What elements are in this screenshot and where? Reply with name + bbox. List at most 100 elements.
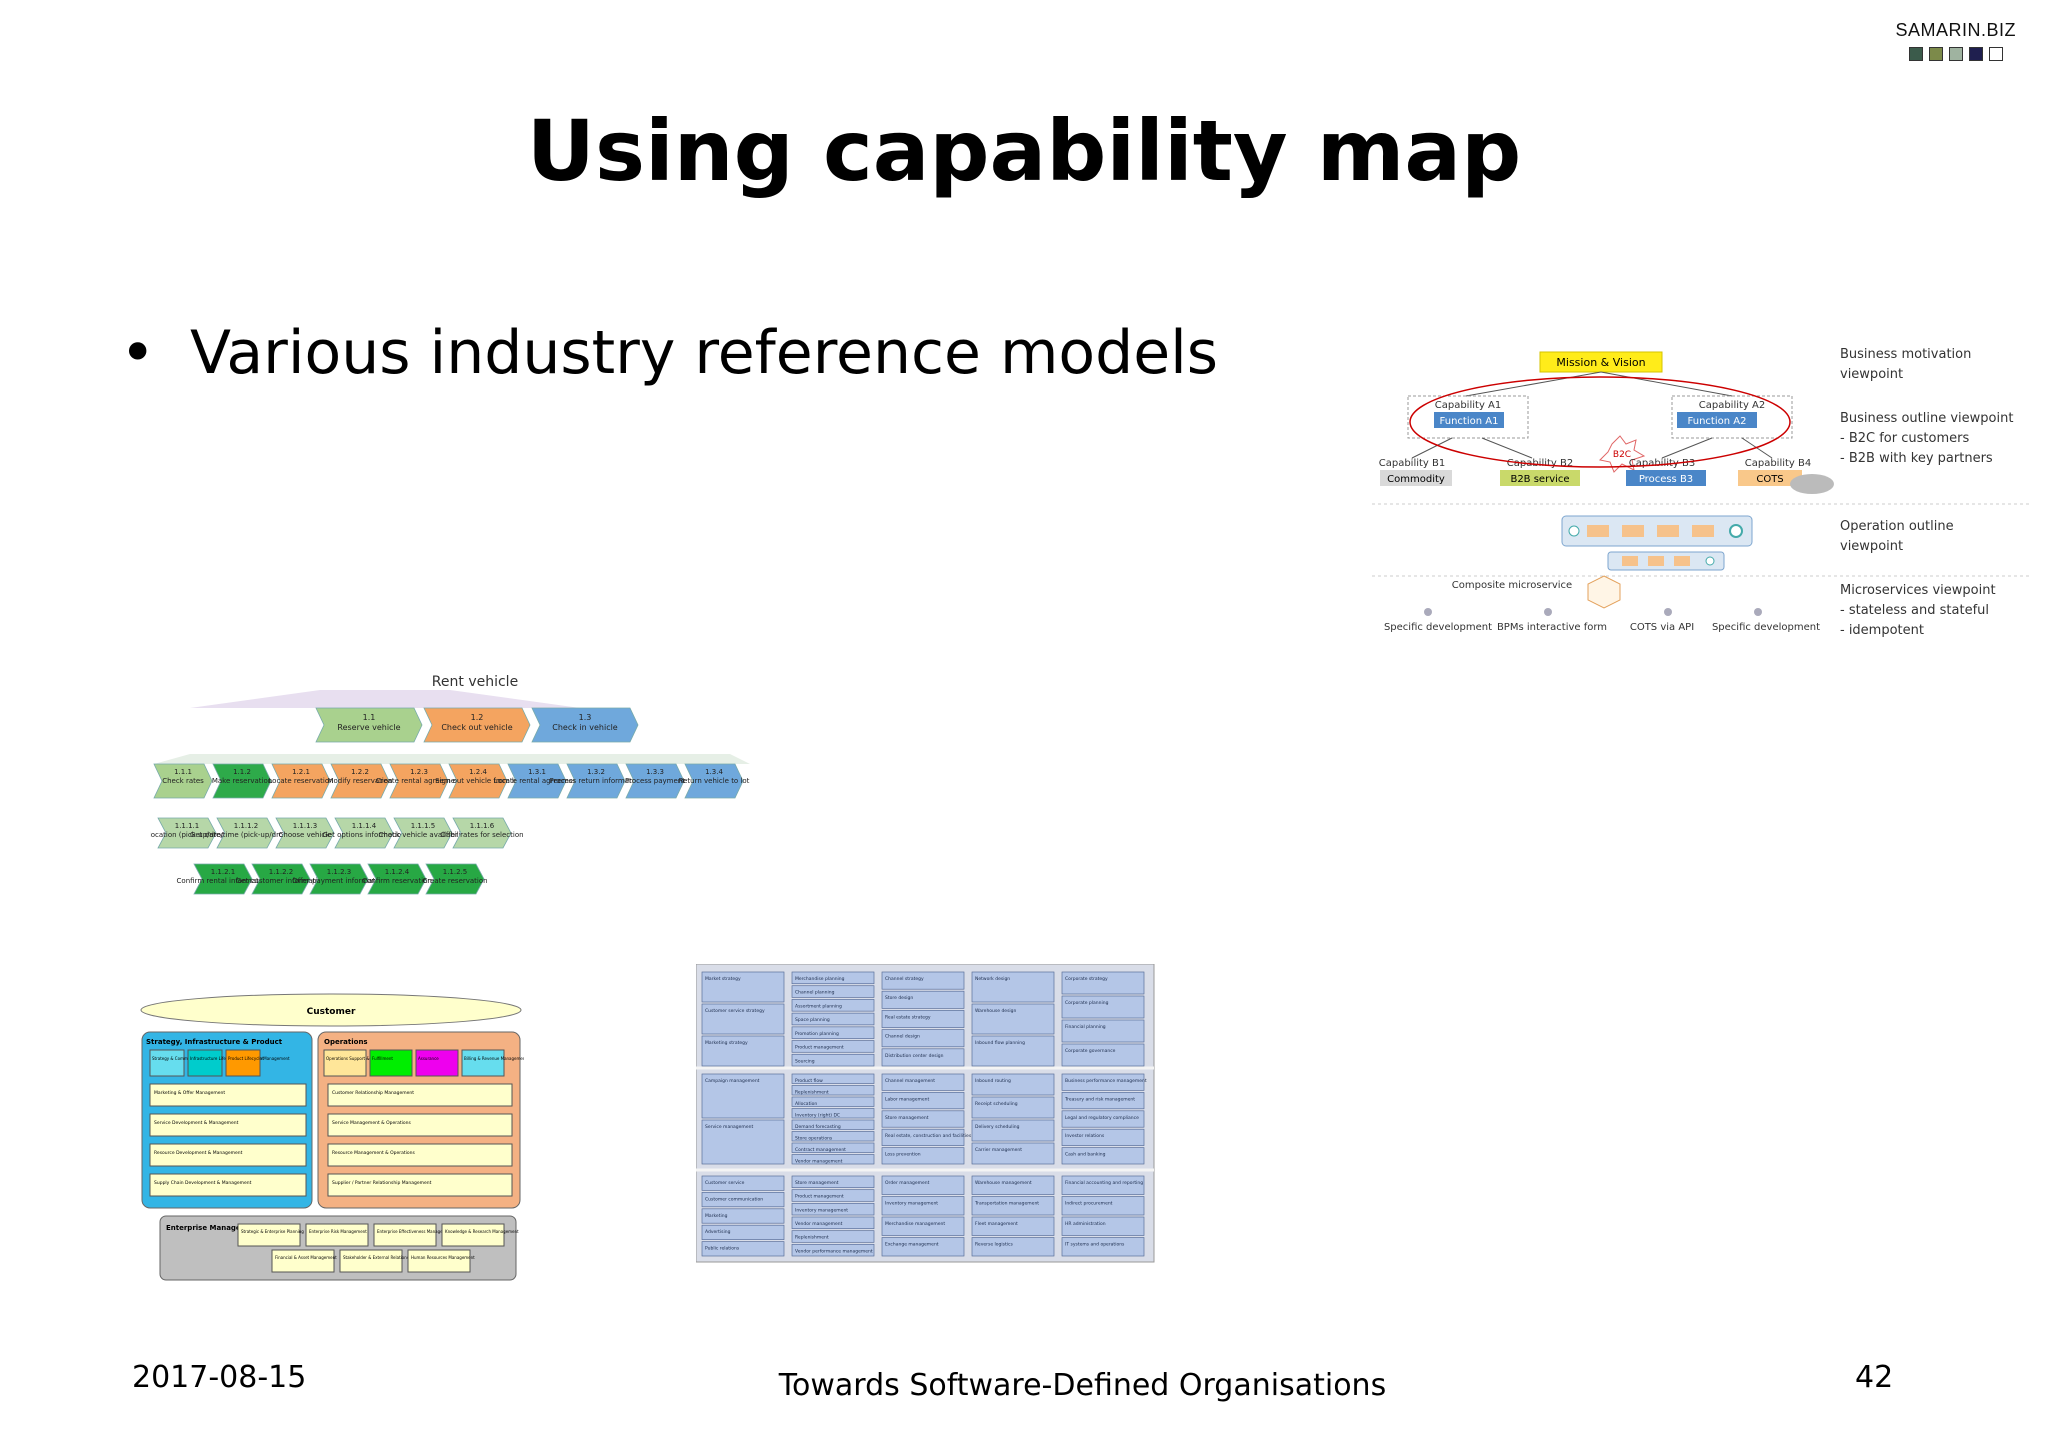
chevron-shape [389,763,449,799]
capability-a2-box [1671,395,1793,439]
chevron-label: Modify reservation [327,777,392,785]
bottom-box-label: Enterprise Effectiveness Management [377,1229,454,1234]
process-start-icon [1568,525,1580,537]
bottom-box [271,1249,335,1273]
retail-capability-box [971,1119,1055,1142]
retail-capability-box [1061,1043,1145,1067]
left-row-label: Marketing & Offer Management [154,1090,225,1096]
chevron-id: 1.1.1.3 [293,822,318,830]
vp-outline-2: - B2C for customers [1840,431,1969,446]
connector [1600,371,1733,397]
retail-capability-box [791,1096,875,1107]
chevron-id: 1.1.2.5 [443,868,468,876]
retail-capability-box [791,1230,875,1243]
footer-date: 2017-08-15 [132,1360,307,1395]
retail-capability-box [701,1241,785,1257]
brand-square [1928,47,1943,61]
retail-capability-label: Channel management [885,1078,935,1084]
process-task [1648,556,1664,566]
chevron-shape [315,707,423,743]
hexagon-icon [1587,575,1621,609]
retail-capability-box [971,1216,1055,1236]
left-top-label: Product Lifecycle Management [228,1056,290,1061]
retail-capability-box [701,1175,785,1191]
chevron-id: 1.1.2.3 [327,868,352,876]
right-row-label: Customer Relationship Management [332,1090,414,1096]
connector [1411,437,1453,459]
chevron-label: Check in vehicle [552,723,618,732]
retail-capability-label: Fleet management [975,1221,1018,1227]
chevron-shape [448,763,508,799]
chevron-label: Return vehicle to lot [679,777,750,785]
process-b3-label: Process B3 [1639,474,1693,485]
chevron-label: Get customer information [236,877,326,885]
capability-b1-label: Capability B1 [1379,458,1446,469]
retail-capability-box [971,1073,1055,1096]
retail-capability-label: Marketing [705,1213,728,1219]
retail-capability-label: Warehouse design [975,1008,1017,1014]
retail-capability-label: Inventory management [885,1201,938,1207]
retail-capability-label: Market strategy [705,976,741,982]
chevron-id: 1.2.1 [292,768,310,776]
retail-capability-box [881,1010,965,1028]
retail-capability-label: Business performance management [1065,1078,1147,1084]
bullet-item: •Various industry reference models [120,318,1218,388]
retail-capability-box [1061,1147,1145,1165]
retail-capability-box [881,1110,965,1128]
vp-operation-2: viewpoint [1840,539,1903,554]
left-row-label: Supply Chain Development & Management [154,1180,252,1186]
capability-chevron: 1.1.1.1Get location (pick-up/drop-off) [150,817,240,849]
retail-capability-box [791,1175,875,1189]
commodity-label: Commodity [1387,474,1445,485]
right-row-label: Supplier / Partner Relationship Manageme… [332,1180,432,1186]
capability-a1-label: Capability A1 [1435,400,1502,411]
process-task [1622,556,1638,566]
chevron-id: 1.3.4 [705,768,723,776]
retail-capability-label: Distribution center design [885,1053,944,1059]
chevron-label: Offer payment information [292,877,386,885]
chevron-id: 1.1.1.4 [352,822,377,830]
retail-capability-box [791,1154,875,1165]
right-top-box [369,1049,413,1077]
root-band [190,690,580,708]
retail-capability-box [1061,1092,1145,1110]
root-label: Rent vehicle [432,674,518,690]
retail-capability-label: HR administration [1065,1221,1106,1227]
footer-title: Towards Software-Defined Organisations [778,1368,1387,1403]
retail-capability-label: Delivery scheduling [975,1124,1020,1130]
retail-capability-label: Product management [795,1045,844,1051]
brand-squares [1895,47,2016,61]
retail-capability-box [791,1189,875,1202]
retail-capability-label: Merchandise planning [795,976,845,982]
retail-capability-box [881,1128,965,1146]
retail-capability-label: Corporate governance [1065,1048,1116,1054]
retail-capability-label: Real estate, construction and facilities… [885,1133,1003,1139]
retail-capability-label: Inbound routing [975,1078,1011,1084]
retail-capability-label: Store management [795,1180,839,1186]
bottom-box [237,1223,301,1247]
left-row-box [149,1143,307,1167]
chevron-shape [393,817,453,849]
capability-a1-box [1407,395,1529,439]
chevron-label: Locate reservation [268,777,333,785]
left-row-box [149,1113,307,1137]
chevron-id: 1.2.2 [351,768,369,776]
retail-capability-box [1061,1216,1145,1236]
node-icon [1424,608,1432,616]
bottom-box-label: Financial & Asset Management [275,1255,337,1260]
brand-logo: SAMARIN.BIZ [1895,20,2016,61]
bottom-box-label: Stakeholder & External Relations Managem… [343,1255,437,1260]
b2b-service-label: B2B service [1510,474,1569,485]
commodity-box [1380,470,1452,486]
retail-capability-box [1061,1110,1145,1128]
vp-micro-1: Microservices viewpoint [1840,583,1996,598]
chevron-label: Offer rates for selection [440,831,523,839]
retail-capability-label: Assortment planning [795,1003,842,1009]
chevron-label: Get location (pick-up/drop-off) [150,831,240,839]
retail-capability-box [791,1216,875,1230]
bottom-box-label: Strategic & Enterprise Planning [241,1229,304,1234]
retail-capability-box [971,1003,1055,1035]
